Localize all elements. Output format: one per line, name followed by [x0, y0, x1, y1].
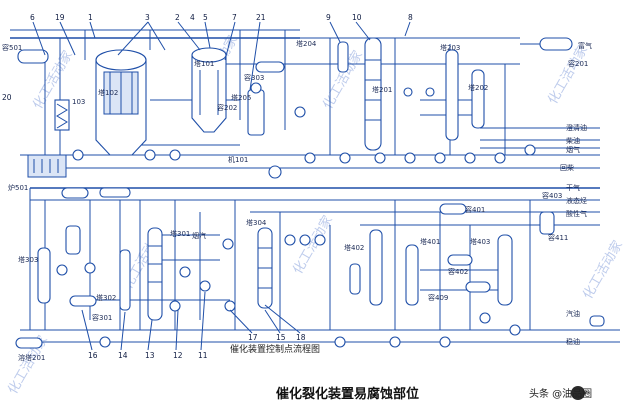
label-t101: 塔101: [194, 59, 214, 68]
point-16: 16: [88, 351, 98, 360]
furnace-lu501: [27, 154, 67, 178]
tower-403: [497, 234, 513, 306]
tower-302: [119, 249, 131, 311]
label-rong202: 容202: [217, 103, 237, 112]
point-12: 12: [173, 351, 183, 360]
label-t303: 塔303: [18, 255, 38, 264]
label-t102: 塔102: [98, 88, 118, 97]
label-t201: 塔201: [372, 85, 392, 94]
stream-yanqi: 烟气: [566, 145, 580, 154]
stripper-column: [337, 41, 349, 73]
point-3: 3: [145, 13, 150, 22]
label-t402: 塔402: [344, 243, 364, 252]
point-10: 10: [352, 13, 362, 22]
label-rong409: 容409: [428, 293, 448, 302]
stream-huichai: 回柴: [560, 163, 574, 172]
label-rong403: 容403: [542, 191, 562, 200]
watermark: 化工活动家: [580, 238, 626, 302]
point-19: 19: [55, 13, 65, 22]
tower-204: [471, 69, 485, 129]
label-rongta201: 溶塔201: [18, 353, 45, 362]
label-t205: 塔205: [231, 93, 251, 102]
stream-yehuaqi: 液态烃: [566, 196, 587, 205]
vessel-rongta201: [15, 337, 43, 349]
label-t202: 塔202: [468, 83, 488, 92]
diagram-title: 催化裂化装置易腐蚀部位: [276, 386, 419, 402]
label-t203: 塔203: [440, 43, 460, 52]
stream-chaiyou: 柴油: [566, 136, 580, 145]
label-rong303: 容303: [244, 73, 264, 82]
point-5: 5: [203, 13, 208, 22]
diagram-caption: 催化装置控制点流程图: [230, 343, 320, 355]
badge-logo-icon: [571, 386, 585, 400]
watermark: 化工活动家: [545, 43, 591, 107]
label-t304: 塔304: [246, 218, 267, 227]
badge-text: 头条 @油品圈: [529, 387, 592, 400]
absorption-stabilization-section: [15, 187, 605, 349]
vessel-rong301: [69, 295, 97, 307]
vessel-rong403: [439, 203, 467, 215]
point-2: 2: [175, 13, 180, 22]
reactor-regenerator-section: [17, 37, 573, 179]
label-t403: 塔403: [470, 237, 490, 246]
point-8: 8: [408, 13, 413, 22]
label-lu501: 炉501: [8, 183, 28, 192]
point-15: 15: [276, 333, 286, 342]
tower-203: [445, 49, 459, 141]
label-103: 103: [72, 98, 85, 106]
stream-labels: 富气 澄清油 柴油 烟气 回柴 干气 液态烃 酸性气 汽油 烟汽 稳油: [192, 41, 592, 346]
point-9: 9: [326, 13, 331, 22]
point-17: 17: [248, 333, 258, 342]
point-6: 6: [30, 13, 35, 22]
point-7: 7: [232, 13, 237, 22]
unit-labels: 容501 塔102 塔101 塔202 容303 容201 塔201 塔203 …: [2, 39, 588, 362]
stream-ganqi: 干气: [566, 183, 580, 192]
tower-402: [369, 229, 383, 306]
label-t204: 塔204: [296, 39, 317, 48]
point-14: 14: [118, 351, 128, 360]
stream-wenyou: 稳油: [566, 337, 580, 346]
stream-huanshui: 烟汽: [192, 231, 206, 240]
tower-303: [37, 247, 51, 304]
tower-401: [405, 244, 419, 306]
label-rong301: 容301: [92, 313, 112, 322]
vessel-rong501: [17, 49, 49, 64]
point-21: 21: [256, 13, 266, 22]
point-13: 13: [145, 351, 155, 360]
stream-qiyou: 汽油: [566, 309, 580, 318]
point-1: 1: [88, 13, 93, 22]
label-rong402: 容402: [448, 267, 468, 276]
vessel-rong201: [539, 37, 573, 51]
stream-suanxingqi: 酸性气: [566, 209, 587, 218]
point-20: 20: [2, 93, 12, 102]
vessel-rong303-top: [255, 61, 285, 73]
absorber-tower-301: [147, 227, 163, 321]
label-rong401: 容401: [465, 205, 485, 214]
label-rong411: 容411: [548, 233, 568, 242]
label-rong201: 容201: [568, 59, 588, 68]
label-rong501: 容501: [2, 43, 22, 52]
vessel-rong409: [465, 281, 491, 293]
point-4: 4: [190, 13, 195, 22]
fractionator-tower-201: [364, 37, 382, 151]
label-t301: 塔301: [170, 229, 190, 238]
vessel-rong411: [539, 211, 555, 235]
label-t302: 塔302: [96, 293, 116, 302]
label-ji101: 机101: [228, 155, 248, 164]
vessel-rong402: [447, 254, 473, 266]
point-18: 18: [296, 333, 306, 342]
watermark: 化工活动家: [290, 213, 336, 277]
corrosion-point-numbers: 6 19 1 3 2 5 7 21 9 10 8 18 17 16 14 13 …: [2, 13, 413, 360]
label-t401: 塔401: [420, 237, 440, 246]
point-11: 11: [198, 351, 208, 360]
stream-fuqi: 富气: [578, 41, 592, 50]
stream-cuqing: 澄清油: [566, 123, 587, 132]
source-badge: 头条 @油品圈: [525, 382, 633, 404]
